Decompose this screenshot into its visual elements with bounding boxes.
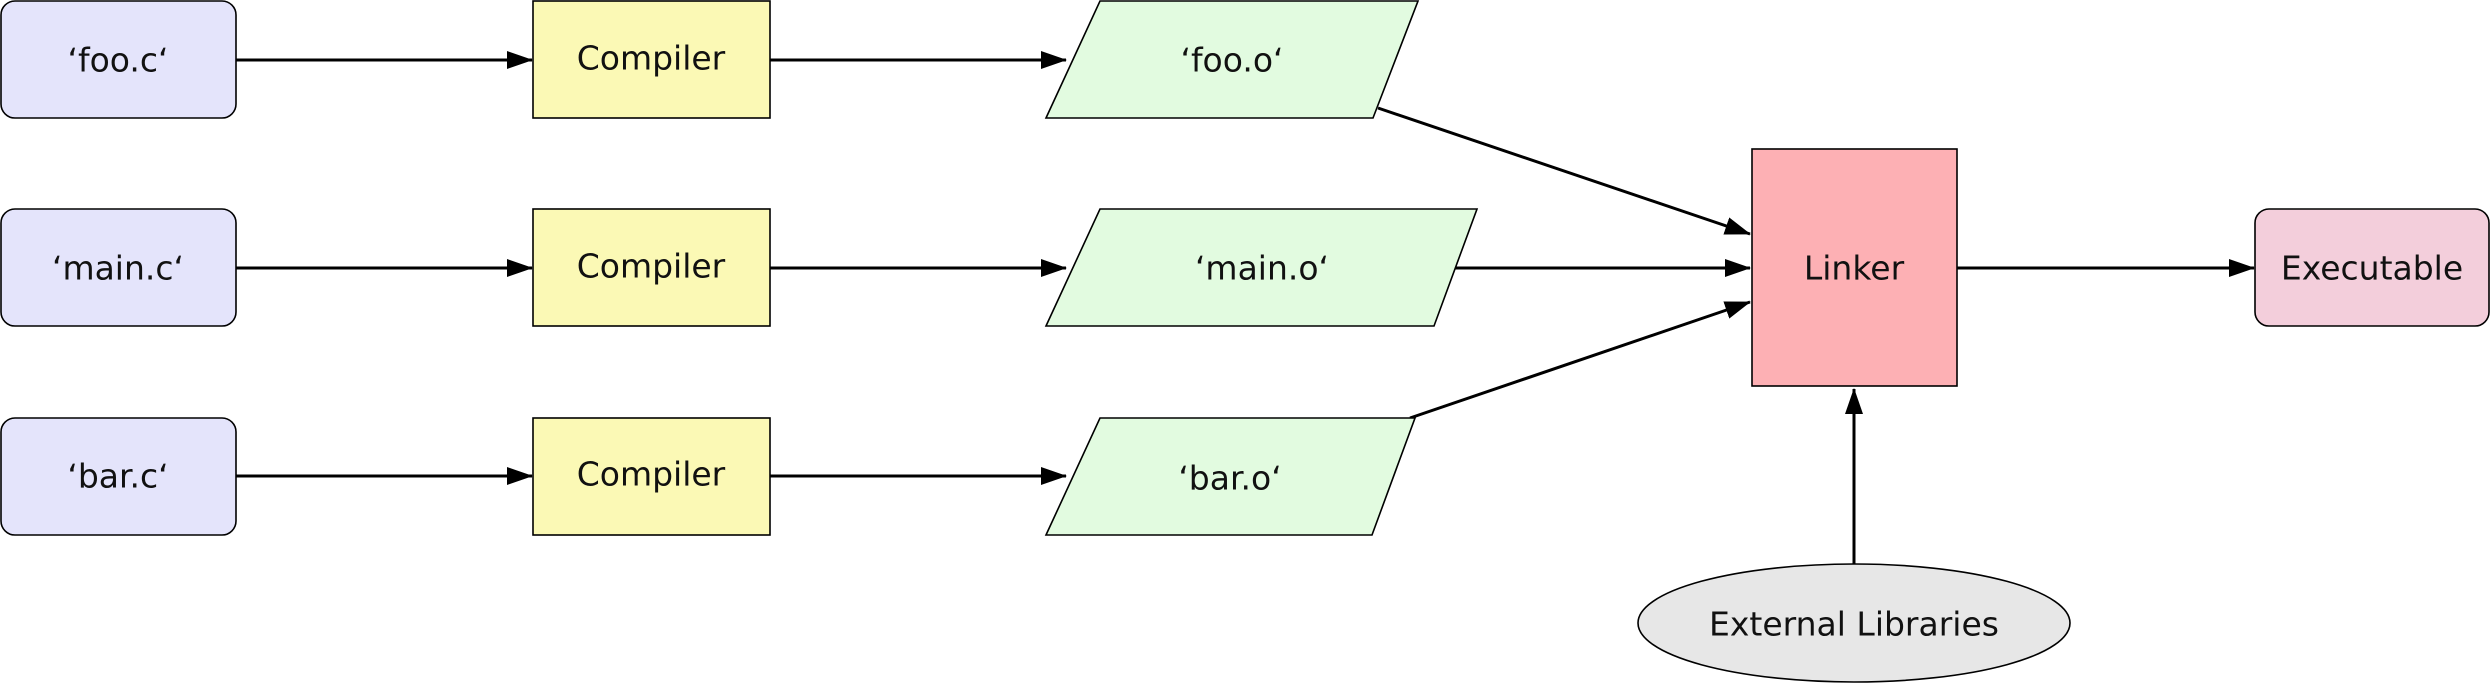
external-libraries-label: External Libraries: [1709, 605, 1999, 644]
source-file-box: [0, 417, 237, 536]
compiler-box: [532, 0, 771, 119]
edges: [236, 51, 2255, 564]
source-file-label: ‘foo.c‘: [67, 41, 168, 80]
compiler-box: [532, 417, 771, 536]
executable: Executable: [2254, 208, 2490, 327]
executable-box: [2254, 208, 2490, 327]
source-file-box: [0, 208, 237, 327]
external-libraries: External Libraries: [1637, 563, 2071, 683]
source-file-box: [0, 0, 237, 119]
edge-foo-o-to-linker: [1377, 106, 1751, 236]
linker-label: Linker: [1804, 249, 1905, 288]
object-file-bar-o: ‘bar.o‘: [1044, 417, 1417, 536]
executable-label: Executable: [2281, 249, 2463, 288]
source-file-label: ‘main.c‘: [52, 249, 184, 288]
linker: Linker: [1751, 148, 1958, 387]
source-file-foo-c: ‘foo.c‘: [0, 0, 237, 119]
compiler-box: [532, 208, 771, 327]
object-file-label: ‘main.o‘: [1195, 249, 1329, 288]
compiler-label: Compiler: [577, 39, 726, 78]
object-file-label: ‘foo.o‘: [1180, 41, 1283, 80]
source-file-main-c: ‘main.c‘: [0, 208, 237, 327]
object-file-shape: [1044, 0, 1420, 119]
object-file-shape: [1044, 208, 1479, 327]
compiler-label: Compiler: [577, 455, 726, 494]
compiler-2: Compiler: [532, 208, 771, 327]
edge-bar-o-to-linker: [1409, 300, 1751, 420]
object-file-main-o: ‘main.o‘: [1044, 208, 1479, 327]
source-file-label: ‘bar.c‘: [67, 457, 168, 496]
compiler-label: Compiler: [577, 247, 726, 286]
object-file-foo-o: ‘foo.o‘: [1044, 0, 1420, 119]
compiler-3: Compiler: [532, 417, 771, 536]
object-file-label: ‘bar.o‘: [1178, 459, 1281, 498]
linker-box: [1751, 148, 1958, 387]
object-file-shape: [1044, 417, 1417, 536]
compiler-1: Compiler: [532, 0, 771, 119]
source-file-bar-c: ‘bar.c‘: [0, 417, 237, 536]
external-libraries-ellipse: [1637, 563, 2071, 683]
